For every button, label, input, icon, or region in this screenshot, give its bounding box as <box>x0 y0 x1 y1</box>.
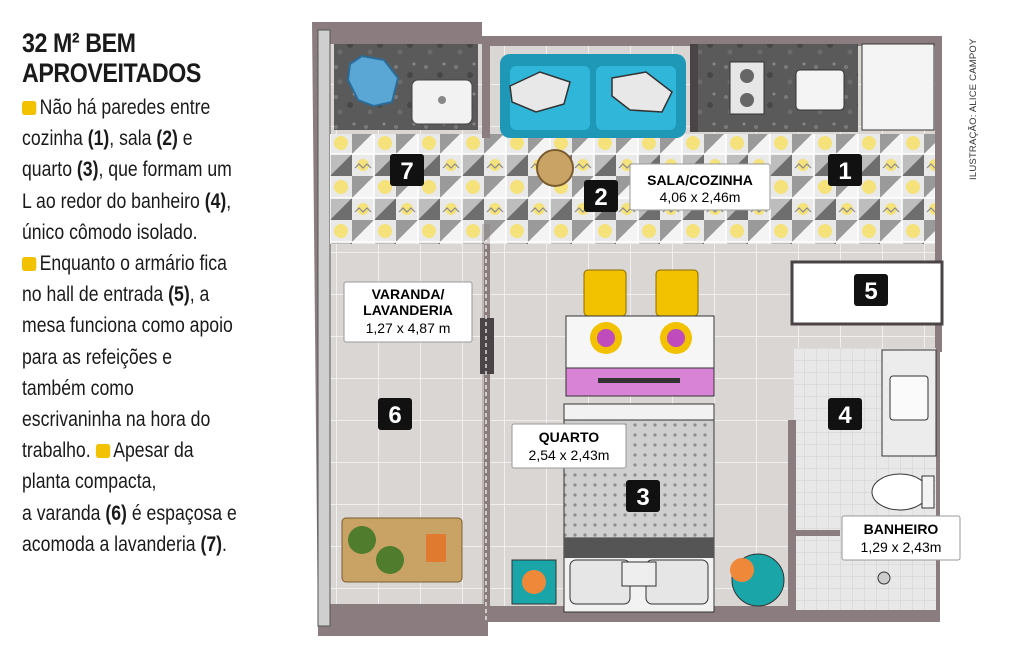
varanda-name-1: VARANDA/ <box>372 286 445 302</box>
side-table <box>536 149 574 187</box>
marker-4: 4 <box>828 398 862 430</box>
body-text-segment: a varanda <box>22 501 106 525</box>
body-text-segment: L ao redor do banheiro <box>22 189 205 213</box>
marker-5-label: 5 <box>864 278 877 305</box>
sala-dims: 4,06 x 2,46m <box>660 189 741 205</box>
body-text-segment: , a <box>189 283 210 307</box>
marker-7-label: 7 <box>400 158 413 185</box>
intro-text-column: 32 M² BEM APROVEITADOS Não há paredes en… <box>22 28 307 560</box>
label-sala: SALA/COZINHA 4,06 x 2,46m <box>629 163 771 211</box>
marker-6-label: 6 <box>388 402 401 429</box>
body-line: no hall de entrada (5), a <box>22 279 308 310</box>
label-varanda: VARANDA/ LAVANDERIA 1,27 x 4,87 m <box>343 281 473 343</box>
body-line: planta compacta, <box>22 466 308 497</box>
body-text-segment: único cômodo isolado. <box>22 220 198 244</box>
room-number-ref: (7) <box>200 532 223 556</box>
plant-bench <box>341 517 463 583</box>
body-text-segment: escrivaninha na hora do <box>22 408 211 432</box>
body-line: Enquanto o armário fica <box>22 248 308 279</box>
body-line: a varanda (6) é espaçosa e <box>22 498 308 529</box>
body-line: mesa funciona como apoio <box>22 310 308 341</box>
body-text-segment: cozinha <box>22 127 88 151</box>
body-line: acomoda a lavanderia (7). <box>22 529 308 560</box>
headline-line-1: 32 M² BEM <box>22 28 136 58</box>
body-line: para as refeições e <box>22 342 308 373</box>
body-text-segment: . <box>222 532 227 556</box>
body-text-segment: , sala <box>109 127 157 151</box>
marker-2-label: 2 <box>594 184 607 211</box>
marker-4-label: 4 <box>838 402 852 429</box>
marker-7: 7 <box>390 154 424 186</box>
balcony-glass <box>317 29 331 627</box>
body-line: trabalho. Apesar da <box>22 435 308 466</box>
body-text-segment: no hall de entrada <box>22 283 169 307</box>
marker-3: 3 <box>626 480 660 512</box>
room-number-ref: (6) <box>105 501 127 525</box>
sofa <box>500 54 686 138</box>
varanda-name-2: LAVANDERIA <box>363 302 453 318</box>
body-text-segment: acomoda a lavanderia <box>22 532 201 556</box>
body-text-segment: , que formam um <box>98 158 232 182</box>
body-text-segment: , <box>226 189 232 213</box>
body-text-segment: quarto <box>22 158 77 182</box>
body-line: escrivaninha na hora do <box>22 404 308 435</box>
room-number-ref: (4) <box>204 189 227 213</box>
body-text-segment: trabalho. <box>22 439 96 463</box>
room-number-ref: (5) <box>168 283 190 307</box>
marker-1-label: 1 <box>838 158 851 185</box>
body-line: Não há paredes entre <box>22 92 308 123</box>
body-text-segment: para as refeições e <box>22 345 173 369</box>
body-text-segment: também como <box>22 376 134 400</box>
banheiro-dims: 1,29 x 2,43m <box>861 539 942 555</box>
headline: 32 M² BEM APROVEITADOS <box>22 28 306 88</box>
laundry-counter <box>334 44 478 130</box>
headline-line-2: APROVEITADOS <box>22 58 201 88</box>
body-line: também como <box>22 373 308 404</box>
body-text: Não há paredes entre cozinha (1), sala (2… <box>22 92 308 560</box>
quarto-dims: 2,54 x 2,43m <box>529 447 610 463</box>
banheiro-name: BANHEIRO <box>864 521 939 537</box>
body-text-segment: mesa funciona como apoio <box>22 314 233 338</box>
marker-1: 1 <box>828 154 862 186</box>
bullet-square-icon <box>95 444 110 459</box>
body-line: quarto (3), que formam um <box>22 154 308 185</box>
body-text-segment: Enquanto o armário fica <box>39 252 227 276</box>
marker-2: 2 <box>584 180 618 212</box>
body-line: L ao redor do banheiro (4), <box>22 186 308 217</box>
quarto-name: QUARTO <box>539 429 600 445</box>
bullet-square-icon <box>22 257 37 272</box>
body-text-segment: Apesar da <box>113 439 194 463</box>
body-text-segment: planta compacta, <box>22 470 157 494</box>
body-text-segment: é espaçosa e <box>126 501 237 525</box>
kitchen-counter <box>698 43 935 132</box>
label-quarto: QUARTO 2,54 x 2,43m <box>511 423 627 469</box>
varanda-dims: 1,27 x 4,87 m <box>366 320 451 336</box>
label-banheiro: BANHEIRO 1,29 x 2,43m <box>841 515 961 561</box>
marker-6: 6 <box>378 398 412 430</box>
nightstands <box>511 553 785 607</box>
room-number-ref: (3) <box>76 158 99 182</box>
body-text-segment: Não há paredes entre <box>39 96 211 119</box>
body-text-segment: e <box>177 127 193 151</box>
body-line: único cômodo isolado. <box>22 217 308 248</box>
dining-set <box>565 269 715 397</box>
body-line: cozinha (1), sala (2) e <box>22 123 308 154</box>
bathroom <box>788 348 937 610</box>
bullet-square-icon <box>22 101 37 115</box>
sala-name: SALA/COZINHA <box>647 172 753 188</box>
room-number-ref: (2) <box>156 127 178 151</box>
room-number-ref: (1) <box>87 127 110 151</box>
marker-3-label: 3 <box>636 484 649 511</box>
marker-5: 5 <box>854 274 888 306</box>
